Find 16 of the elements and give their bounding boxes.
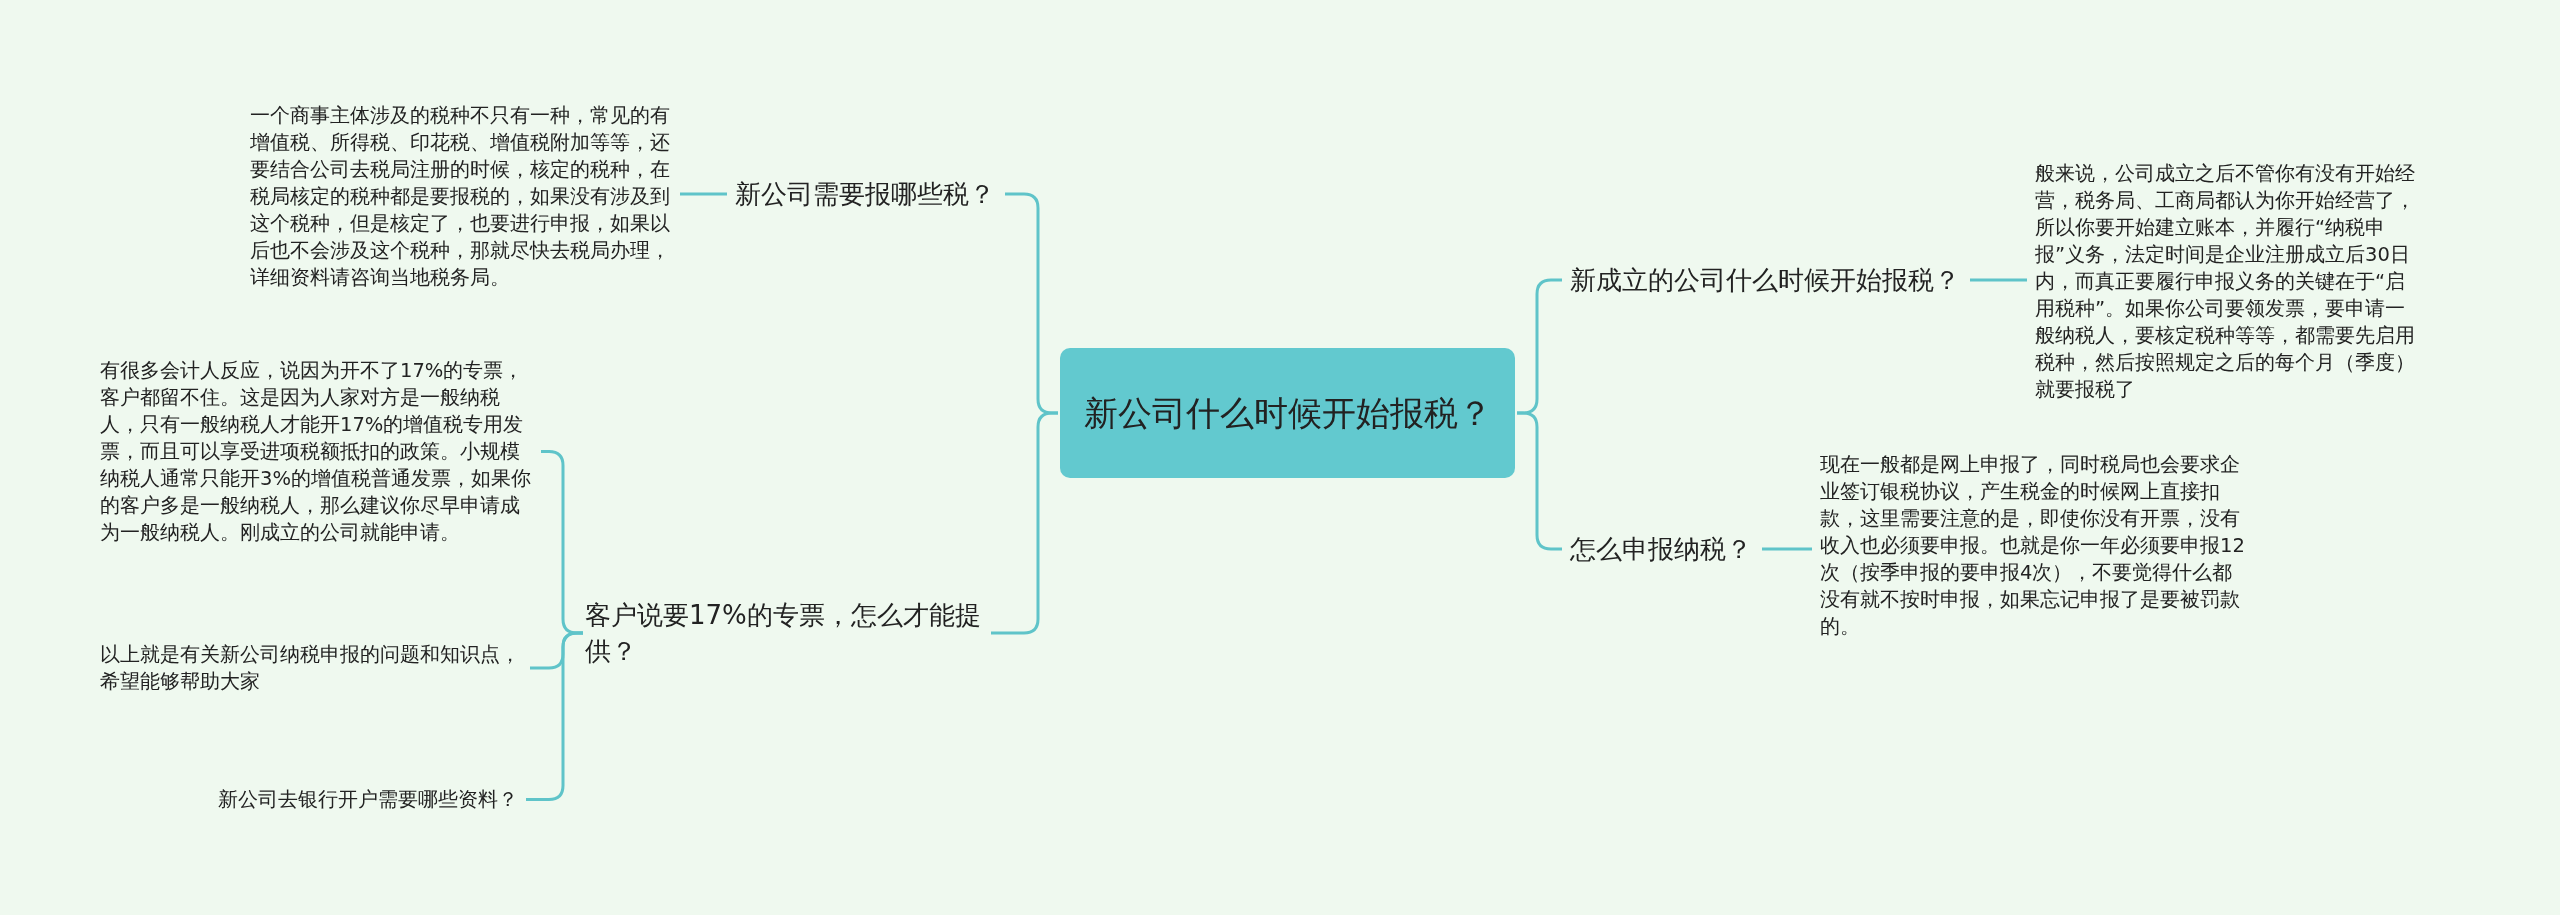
- subtopic-text: 新公司需要报哪些税？: [735, 176, 997, 212]
- subtopic-text: 新成立的公司什么时候开始报税？: [1570, 262, 1962, 298]
- topic-box: 新公司什么时候开始报税？: [1060, 348, 1515, 478]
- subtopic-text: 怎么申报纳税？: [1570, 531, 1754, 567]
- subtopic-text: 客户说要17%的专票，怎么才能提供？: [585, 597, 983, 669]
- note-text: 现在一般都是网上申报了，同时税局也会要求企业签订银税协议，产生税金的时候网上直接扣款，这里需要注意的是，即使你没有开票，没有收入也必须要申报。也就是你一年必须要申报12次（按季申报的要申报4次），不要觉得什么都没有就不按时申报，如果忘记申报了是要被罚款的。: [1820, 451, 2247, 640]
- connector-line: [680, 192, 727, 196]
- note-text: 有很多会计人反应，说因为开不了17%的专票，客户都留不住。这是因为人家对方是一般纳税人，只有一般纳税人才能开17%的增值税专用发票，而且可以享受进项税额抵扣的政策。小规模纳税人通常只能开3%的增值税普通发票，如果你的客户多是一般纳税人，那么建议你尽早申请成为一般纳税人。刚成立的公司就能申请。: [100, 357, 533, 546]
- connector-line: [526, 631, 583, 801]
- note-text: 以上就是有关新公司纳税申报的问题和知识点，希望能够帮助大家: [100, 641, 522, 695]
- note-text: 般来说，公司成立之后不管你有没有开始经营，税务局、工商局都认为你开始经营了，所以你要开始建立账本，并履行“纳税申报”义务，法定时间是企业注册成立后30日内，而真正要履行申报义务的关键在于“启用税种”。如果你公司要领发票，要申请一般纳税人，要核定税种等等，都需要先启用税种，然后按照规定之后的每个月（季度）就要报税了: [2035, 160, 2417, 403]
- connector-line: [1762, 547, 1812, 551]
- note-text: 一个商事主体涉及的税种不只有一种，常见的有增值税、所得税、印花税、增值税附加等等，还要结合公司去税局注册的时候，核定的税种，在税局核定的税种都是要报税的，如果没有涉及到这个税种，但是核定了，也要进行申报，如果以后也不会涉及这个税种，那就尽快去税局办理，详细资料请咨询当地税务局。: [250, 102, 672, 291]
- note-text: 新公司去银行开户需要哪些资料？: [216, 786, 518, 813]
- connector-line: [991, 411, 1058, 635]
- connector-line: [1970, 278, 2027, 282]
